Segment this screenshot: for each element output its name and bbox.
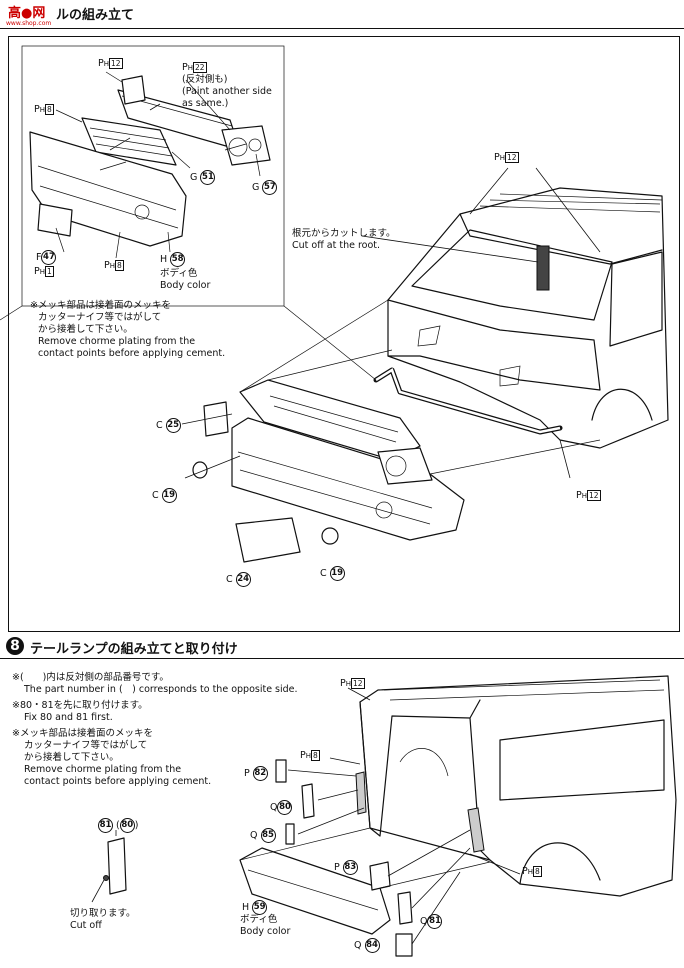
step8-header-rule: [0, 658, 684, 659]
plating-en2: contact points before applying cement.: [38, 348, 226, 359]
rear-van-body: [359, 675, 677, 897]
note3-jp3: から接着して下さい。: [24, 752, 119, 763]
plating-jp3: から接着して下さい。: [38, 324, 133, 335]
step7-title: ルの組み立て: [56, 8, 135, 23]
van-wheel-arch: [591, 388, 653, 421]
s8-label-q85: Q 85: [250, 828, 276, 843]
inset-label-g51: G 51: [190, 170, 216, 185]
inset-box: [21, 45, 285, 307]
paint-note-en2: as same.): [182, 98, 229, 109]
detail-cut-note: 切り取ります。 Cut off: [70, 908, 136, 932]
rear-bumper: [239, 847, 391, 935]
van-body-outline: [387, 187, 669, 449]
cut-root-en: Cut off at the root.: [292, 240, 381, 251]
rear-side-window: [499, 719, 665, 801]
part-c19-fog-a: [192, 461, 208, 479]
note1-jp: ※( )内は反対側の部品番号です。: [12, 672, 169, 683]
van-antenna-post: [536, 245, 550, 291]
inset-body-color: ボディ色 Body color: [160, 268, 210, 292]
step7-panel: [8, 36, 680, 632]
inset-label-h58: H 58: [160, 252, 186, 267]
note3-jp1: ※メッキ部品は接着面のメッキを: [12, 728, 153, 739]
step8-title: テールランプの組み立てと取り付け: [30, 642, 238, 657]
cut-root-note: 根元からカットします。 Cut off at the root.: [292, 228, 396, 252]
watermark-text: 高●网: [8, 6, 46, 21]
part-c19-fog-b: [321, 527, 339, 545]
part-q85: [285, 823, 295, 845]
plating-en1: Remove chorme plating from the: [38, 336, 196, 347]
s8-label-h59: H 59: [242, 900, 268, 915]
main-label-c25: C 25: [156, 418, 181, 433]
s8-body-jp: ボディ色: [240, 914, 278, 925]
s8-label-q84: Q 84: [354, 938, 380, 953]
s8-body-color: ボディ色 Body color: [240, 914, 290, 938]
inset-top-bracket: [121, 75, 146, 105]
rear-wheel-arch: [519, 842, 601, 885]
s8-body-en: Body color: [240, 926, 291, 937]
inset-plating-note: ※メッキ部品は接着面のメッキを カッターナイフ等ではがして から接着して下さい。…: [30, 300, 225, 360]
note3-jp2: カッターナイフ等ではがして: [24, 740, 148, 751]
paren-open: (: [116, 820, 120, 831]
note3-en1: Remove chorme plating from the: [24, 764, 182, 775]
detail-label-81-80: 81 (80): [98, 818, 139, 833]
s8-label-p82: P 82: [244, 766, 268, 781]
part-c24-panel: [235, 517, 301, 563]
main-label-c19a: C 19: [152, 488, 177, 503]
part-q81: [397, 891, 413, 925]
detail-taillight-part: [107, 837, 127, 895]
step8-notes: ※( )内は反対側の部品番号です。 The part number in ( )…: [12, 672, 298, 788]
main-bumper: [231, 417, 465, 541]
paint-note-en1: (Paint another side: [182, 86, 272, 97]
note1-en: The part number in ( ) corresponds to th…: [24, 684, 298, 695]
s8-label-p83: P 83: [334, 860, 358, 875]
inset-paint-note: (反対側も) (Paint another side as same.): [182, 74, 272, 110]
detail-cut-jp: 切り取ります。: [70, 908, 136, 919]
step8-number-badge: 8: [6, 637, 24, 655]
paren-close: ): [134, 820, 139, 831]
body-color-en: Body color: [160, 280, 211, 291]
body-color-jp: ボディ色: [160, 268, 198, 279]
detail-cut-en: Cut off: [70, 920, 102, 931]
part-q84: [395, 933, 413, 957]
step7-header-rule: [0, 28, 684, 29]
paint-note-jp: (反対側も): [182, 74, 228, 85]
main-label-c19b: C 19: [320, 566, 345, 581]
rear-door-frame: [359, 699, 491, 861]
plating-jp2: カッターナイフ等ではがして: [38, 312, 162, 323]
main-label-c24: C 24: [226, 572, 251, 587]
part-p83: [369, 861, 391, 891]
part-c25-lens: [203, 401, 229, 437]
plating-jp1: ※メッキ部品は接着面のメッキを: [30, 300, 171, 311]
note2-en: Fix 80 and 81 first.: [24, 712, 113, 723]
part-q80: [301, 783, 315, 819]
note3-en2: contact points before applying cement.: [24, 776, 212, 787]
inset-label-g57: G 57: [252, 180, 278, 195]
body-taillight-left: [355, 771, 367, 815]
part-p82: [275, 759, 287, 783]
van-windshield: [411, 229, 613, 321]
inset-license-plate: [37, 203, 73, 237]
body-taillight-right: [467, 807, 485, 853]
watermark: 高●网: [8, 2, 45, 21]
cut-root-jp: 根元からカットします。: [292, 228, 396, 239]
watermark-url: www.shop.com: [6, 20, 52, 27]
note2-jp: ※80・81を先に取り付けます。: [12, 700, 148, 711]
